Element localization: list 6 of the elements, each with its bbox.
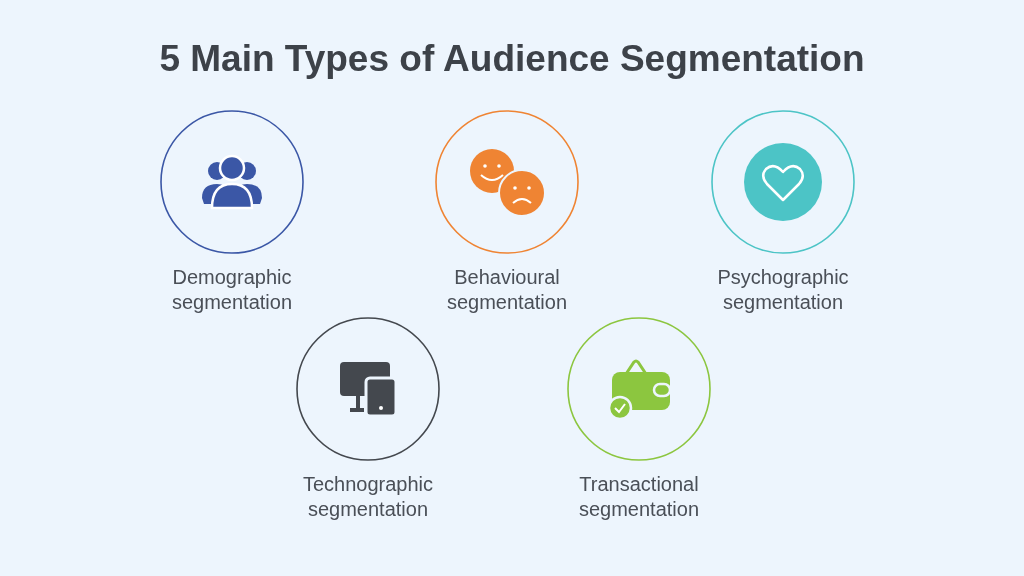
node-label: Psychographic segmentation [716, 265, 850, 315]
node-label: Behavioural segmentation [445, 265, 569, 315]
node-label: Transactional segmentation [577, 472, 701, 522]
title: 5 Main Types of Audience Segmentation [158, 38, 866, 80]
node-label: Demographic segmentation [170, 265, 294, 315]
node-label: Technographic segmentation [301, 472, 435, 522]
